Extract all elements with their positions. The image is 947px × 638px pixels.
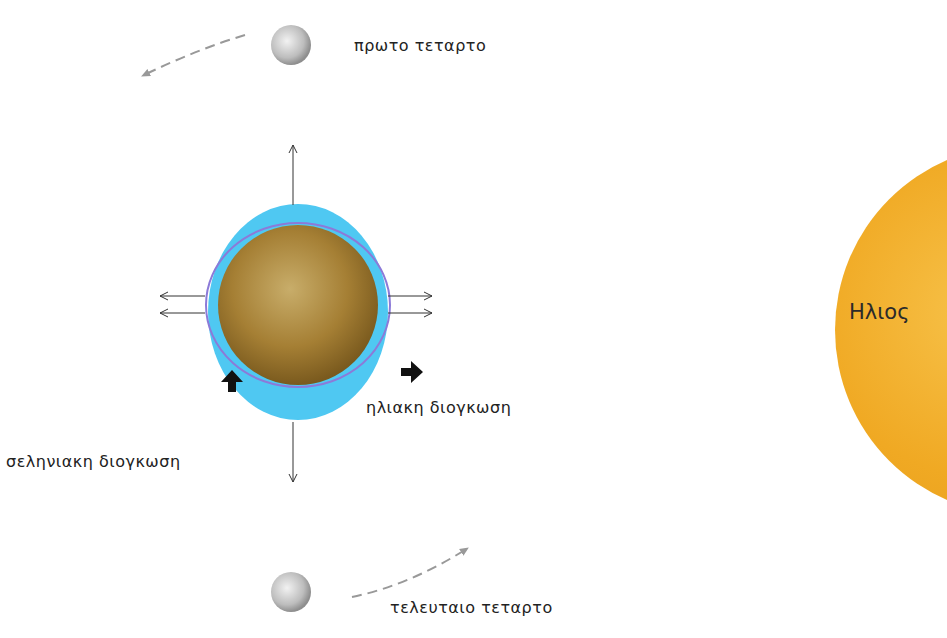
orbit-arrow — [142, 35, 245, 76]
annotation-label: ηλιακη διογκωση — [366, 398, 511, 417]
force-arrow — [293, 145, 294, 205]
earth — [218, 225, 378, 385]
force-arrow — [160, 313, 205, 314]
force-arrow — [160, 296, 205, 297]
moon — [271, 25, 311, 65]
pointer-arrow — [401, 361, 423, 383]
force-arrow — [388, 313, 432, 314]
force-arrow — [388, 296, 432, 297]
force-arrow — [293, 422, 294, 482]
sun-label: Ηλιος — [849, 300, 910, 324]
sun-circle: Ηλιος — [835, 145, 947, 515]
moon — [271, 572, 311, 612]
pointer-arrow — [221, 370, 243, 392]
annotation-label: σεληνιακη διογκωση — [6, 452, 181, 471]
annotation-label: πρωτο τεταρτο — [354, 36, 486, 55]
annotation-label: τελευταιο τεταρτο — [390, 598, 553, 617]
orbit-arrow — [352, 548, 468, 597]
solar-bulge-outline — [206, 223, 390, 387]
